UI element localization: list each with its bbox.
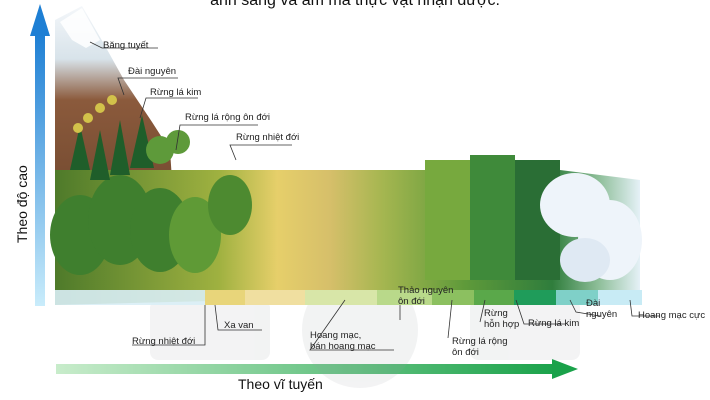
label-rung-la-kim-latitude: Rừng lá kim bbox=[528, 318, 580, 329]
right-forests bbox=[425, 155, 560, 280]
label-xa-van: Xa van bbox=[224, 320, 254, 331]
polar-ice bbox=[540, 173, 642, 282]
label-hoang-mac-line1: Hoang mạc, bbox=[310, 330, 362, 341]
label-hoang-mac-cuc: Hoang mạc cực bbox=[638, 310, 706, 321]
label-rung-nhiet-doi-altitude: Rừng nhiệt đới bbox=[236, 132, 300, 143]
label-thao-nguyen: Thảo nguyên ôn đới bbox=[398, 285, 453, 307]
label-dai-nguyen-line2: nguyên bbox=[586, 309, 618, 320]
caption-text: ánh sáng và ẩm mà thực vật nhận được. bbox=[210, 0, 500, 9]
temperate-forest bbox=[146, 130, 190, 164]
label-rung-la-rong-latitude: Rừng lá rộng ôn đới bbox=[452, 336, 507, 358]
horizontal-axis-title: Theo vĩ tuyến bbox=[238, 376, 323, 392]
label-la-rong-line2: ôn đới bbox=[452, 347, 479, 358]
label-thao-nguyen-line2: ôn đới bbox=[398, 296, 425, 307]
tropical-forest bbox=[50, 175, 252, 275]
label-hon-hop-line2: hỗn hợp bbox=[484, 319, 520, 330]
label-dai-nguyen-altitude: Đài nguyên bbox=[128, 66, 177, 77]
label-rung-nhiet-doi-latitude: Rừng nhiệt đới bbox=[132, 336, 196, 347]
leader-lines bbox=[89, 41, 660, 351]
horizontal-axis-arrow bbox=[56, 359, 578, 379]
label-thao-nguyen-line1: Thảo nguyên bbox=[398, 285, 454, 296]
vertical-axis-arrow bbox=[30, 4, 50, 306]
label-bang-tuyet: Băng tuyết bbox=[103, 40, 149, 51]
label-rung-la-kim-altitude: Rừng lá kim bbox=[150, 87, 202, 98]
label-dai-nguyen-latitude: Đài nguyên bbox=[586, 298, 617, 320]
label-la-rong-line1: Rừng lá rộng bbox=[452, 336, 508, 347]
label-rung-hon-hop: Rừng hỗn hợp bbox=[484, 308, 519, 330]
label-hoang-mac-line2: bán hoang mạc bbox=[310, 341, 376, 352]
label-rung-la-rong-altitude: Rừng lá rộng ôn đới bbox=[185, 112, 270, 123]
label-hon-hop-line1: Rừng bbox=[484, 308, 508, 319]
tundra-shrubs bbox=[73, 95, 117, 133]
label-dai-nguyen-line1: Đài bbox=[586, 298, 601, 309]
vertical-axis-title: Theo độ cao bbox=[14, 165, 30, 243]
label-hoang-mac: Hoang mạc, bán hoang mạc bbox=[310, 330, 376, 352]
